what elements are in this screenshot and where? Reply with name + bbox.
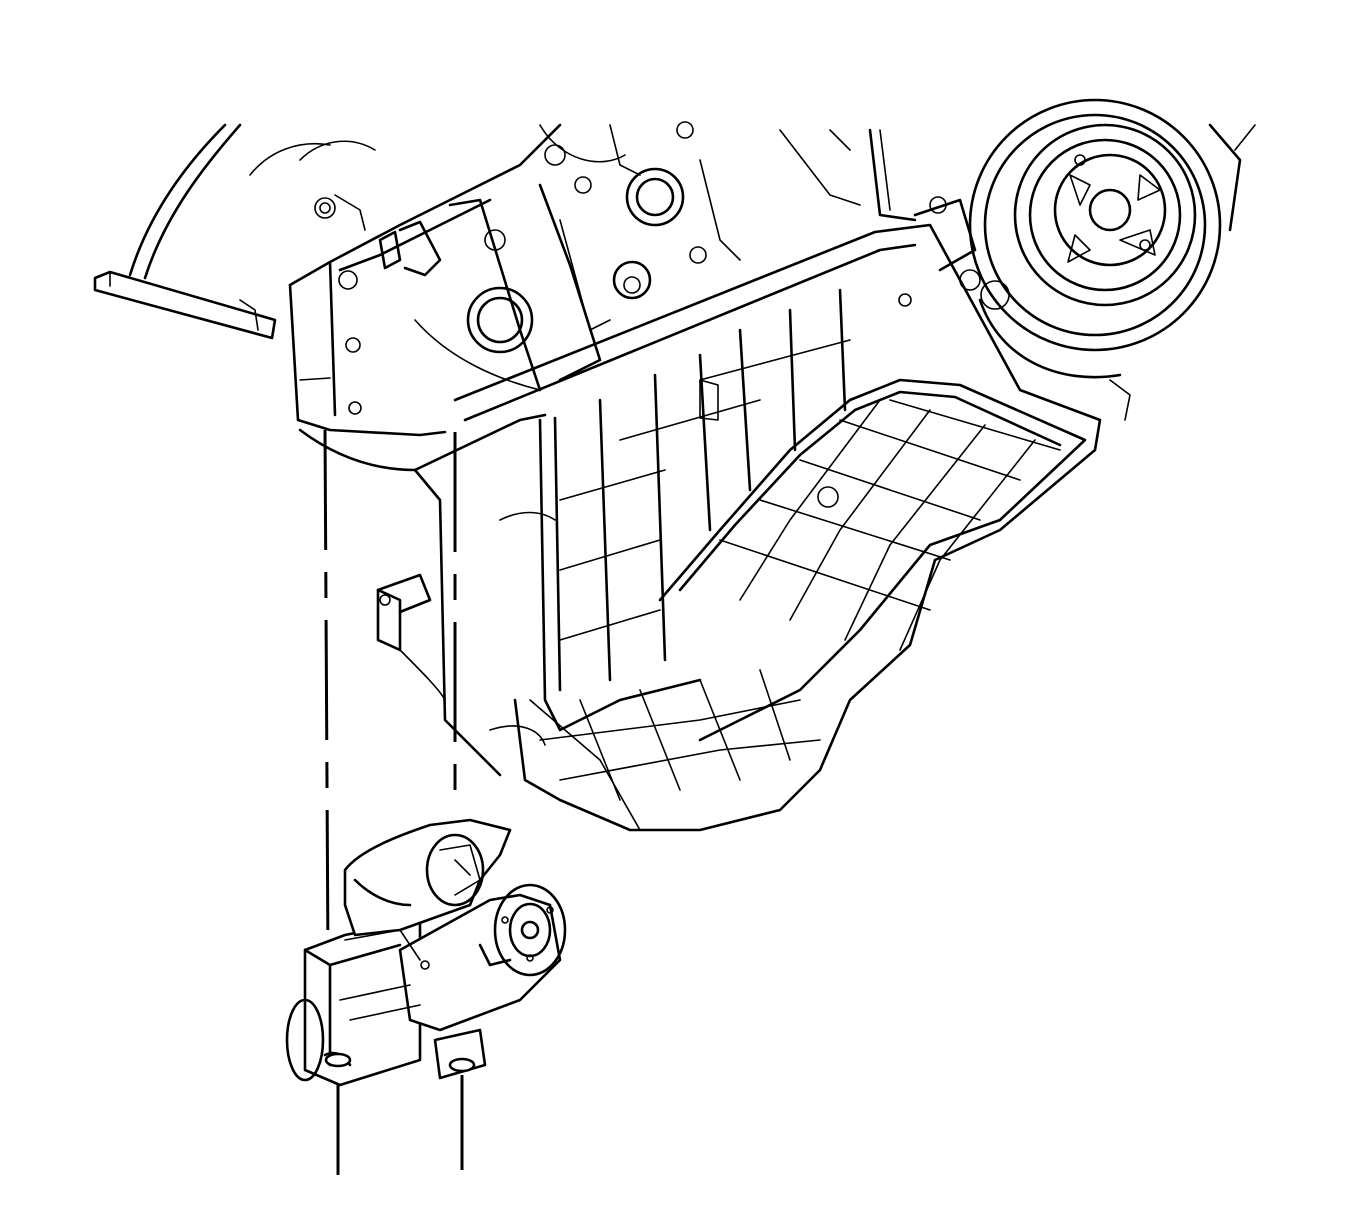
starter-motor (285, 818, 567, 1087)
engine-block (249, 121, 917, 437)
engine-block-lower (298, 413, 556, 777)
alignment-lines (323, 429, 464, 1175)
bolt-icon (324, 1052, 476, 1073)
oil-pan (453, 223, 1102, 832)
crankshaft-balancer (898, 98, 1256, 421)
bellhousing-flange (93, 123, 277, 340)
